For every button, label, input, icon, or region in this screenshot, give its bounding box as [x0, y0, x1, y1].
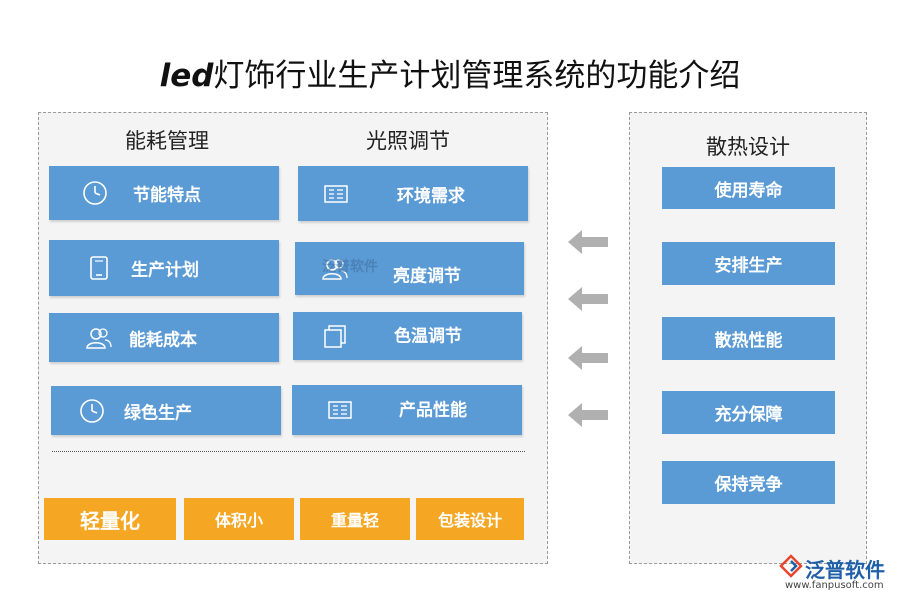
energy-item-label: 节能特点 [133, 185, 201, 206]
users-icon [322, 258, 348, 280]
light-heading: 光照调节 [366, 129, 450, 153]
logo-icon [779, 554, 803, 578]
heat-item-2: 安排生产 [662, 242, 835, 285]
divider [52, 451, 525, 452]
energy-item-2: 生产计划 [49, 240, 279, 296]
arrow-left-icon [568, 230, 608, 254]
title-prefix: led [159, 58, 214, 94]
clock-icon [80, 398, 104, 423]
pages-icon [324, 325, 346, 348]
arrow-left-icon [568, 346, 608, 370]
light-item-label: 色温调节 [394, 326, 462, 347]
packaging-design-box: 包装设计 [416, 498, 524, 540]
energy-heading: 能耗管理 [125, 129, 209, 153]
watermark: 泛普软件 [322, 259, 378, 275]
arrow-left-icon [568, 287, 608, 311]
brand-logo: 泛普软件 www.fanpusoft.com [777, 552, 895, 596]
users-icon [86, 327, 112, 349]
light-item-2: 亮度调节 [295, 242, 524, 295]
lightweight-box: 轻量化 [44, 498, 176, 540]
light-item-3: 色温调节 [293, 312, 522, 360]
page-title: led灯饰行业生产计划管理系统的功能介绍 [0, 50, 900, 95]
heat-heading: 散热设计 [706, 135, 790, 159]
energy-item-label: 生产计划 [131, 260, 199, 281]
small-volume-box: 体积小 [184, 498, 294, 540]
phone-icon [90, 256, 108, 280]
arrow-left-icon [568, 403, 608, 427]
heat-item-5: 保持竞争 [662, 461, 835, 504]
document-icon [328, 401, 352, 419]
light-weight-box: 重量轻 [300, 498, 410, 540]
light-item-label: 环境需求 [397, 186, 465, 206]
heat-item-4: 充分保障 [662, 391, 835, 434]
energy-item-label: 绿色生产 [124, 403, 192, 423]
logo-name: 泛普软件 [805, 558, 885, 582]
energy-item-label: 能耗成本 [129, 330, 197, 350]
light-item-label: 亮度调节 [393, 266, 461, 287]
document-icon [324, 184, 348, 203]
light-item-label: 产品性能 [399, 400, 467, 420]
light-item-4: 产品性能 [292, 385, 522, 435]
energy-item-1: 节能特点 [49, 166, 279, 220]
clock-icon [83, 181, 107, 205]
logo-url: www.fanpusoft.com [785, 580, 884, 591]
heat-item-1: 使用寿命 [662, 167, 835, 209]
title-text: 灯饰行业生产计划管理系统的功能介绍 [213, 58, 741, 94]
energy-item-4: 绿色生产 [51, 386, 281, 435]
light-item-1: 环境需求 [298, 166, 528, 221]
energy-item-3: 能耗成本 [49, 313, 279, 362]
heat-item-3: 散热性能 [662, 317, 835, 360]
